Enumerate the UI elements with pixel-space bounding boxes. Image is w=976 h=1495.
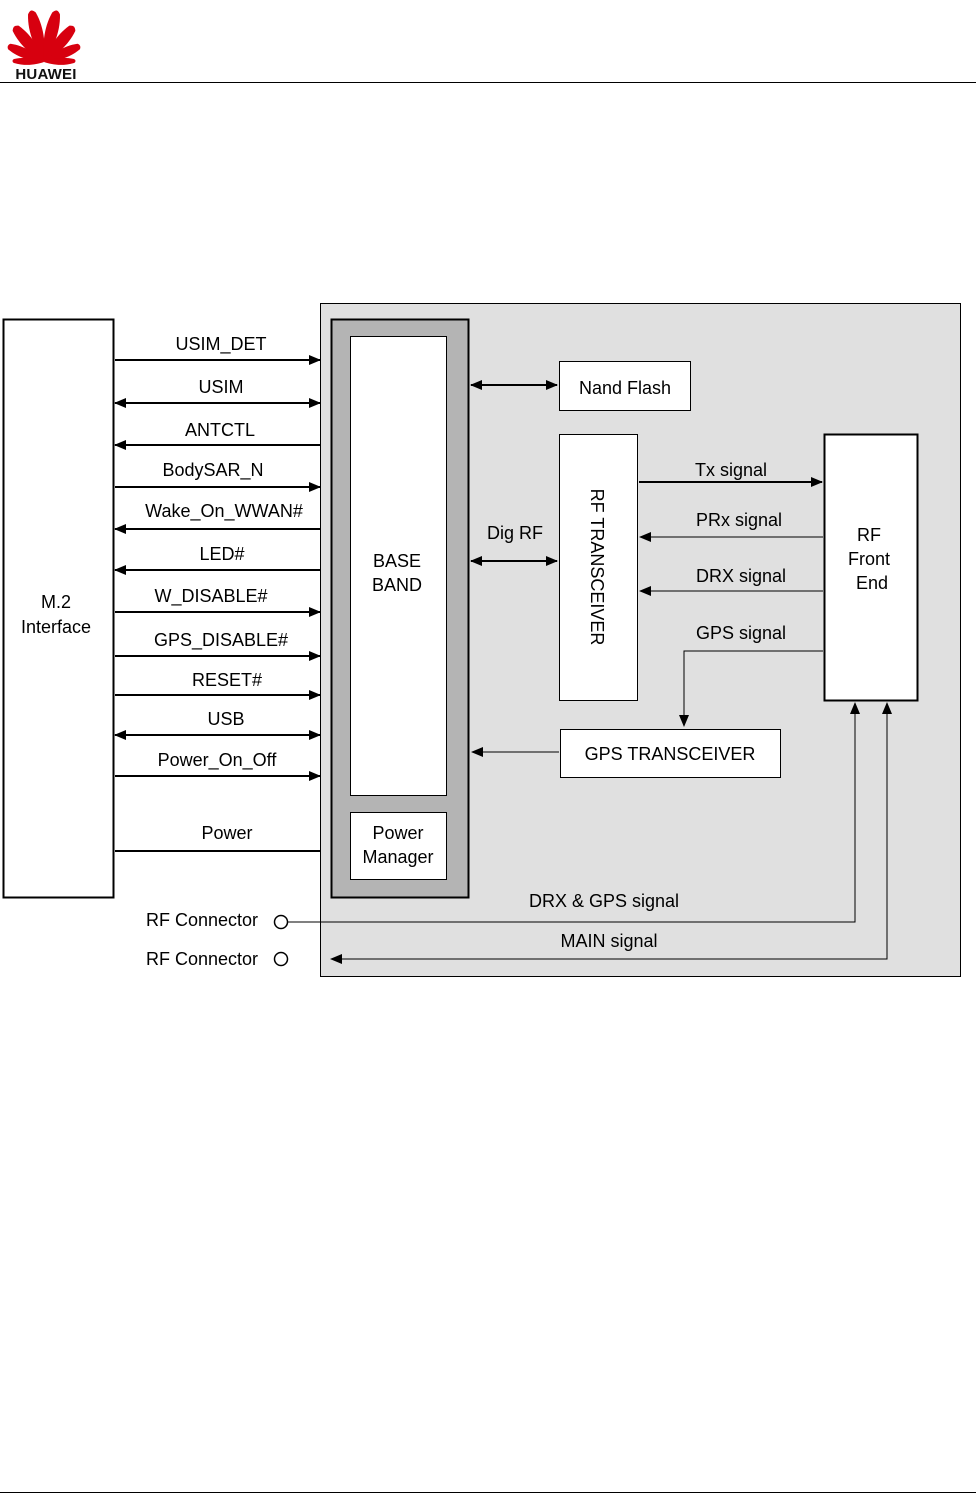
baseband-label-1: BASE: [373, 551, 421, 571]
m2-interface-label-2: Interface: [21, 617, 91, 637]
signal-label-9: USB: [207, 709, 244, 729]
m2-interface-block: M.2 Interface: [2, 318, 115, 899]
rf-front-end-block: RF Front End: [823, 433, 919, 702]
signal-label-8: RESET#: [192, 670, 262, 690]
signal-label-6: W_DISABLE#: [154, 586, 267, 607]
power-manager-label-2: Manager: [362, 847, 433, 867]
nand-flash-block: Nand Flash: [559, 361, 691, 411]
main-signal-link: [330, 702, 892, 964]
signal-label-11: Power: [201, 823, 252, 843]
rf-front-end-label-2: Front: [848, 549, 890, 569]
nand-flash-label: Nand Flash: [579, 378, 671, 398]
gps-transceiver-label: GPS TRANSCEIVER: [585, 744, 756, 764]
rf-connector-1-label: RF Connector: [146, 910, 258, 930]
baseband-label-2: BAND: [372, 575, 422, 595]
dig-rf-label: Dig RF: [487, 523, 543, 543]
rf-transceiver-label: RF TRANSCEIVER: [587, 489, 607, 646]
page-header: HUAWEI: [0, 0, 976, 84]
rf-connector-1-icon: [273, 914, 289, 930]
huawei-logo-text: HUAWEI: [15, 66, 77, 83]
interface-signals: [114, 355, 321, 852]
huawei-logo: HUAWEI: [4, 2, 84, 83]
signal-label-0: USIM_DET: [175, 334, 266, 355]
tx-signal-label: Tx signal: [695, 460, 767, 480]
drx-signal-label: DRX signal: [696, 566, 786, 586]
footer-rule: [0, 1492, 976, 1493]
rf-front-end-label-3: End: [856, 573, 888, 593]
gps-transceiver-block: GPS TRANSCEIVER: [560, 729, 781, 778]
rf-connector-2-icon: [273, 951, 289, 967]
signal-label-5: LED#: [199, 544, 244, 564]
signal-label-2: ANTCTL: [185, 420, 255, 440]
rf-front-end-label-1: RF: [857, 525, 881, 545]
signal-label-1: USIM: [199, 377, 244, 397]
rf-connector-2-label: RF Connector: [146, 949, 258, 969]
power-manager-label-1: Power: [372, 823, 423, 843]
signal-label-7: GPS_DISABLE#: [154, 630, 288, 651]
main-signal-label: MAIN signal: [560, 931, 657, 951]
signal-label-3: BodySAR_N: [162, 460, 263, 481]
gps-signal-label: GPS signal: [696, 623, 786, 643]
m2-interface-label-1: M.2: [41, 592, 71, 612]
huawei-petal-logo-icon: [7, 10, 81, 65]
header-rule: [0, 82, 976, 83]
signal-label-4: Wake_On_WWAN#: [145, 501, 303, 522]
drx-gps-signal-label: DRX & GPS signal: [529, 891, 679, 911]
prx-signal-label: PRx signal: [696, 510, 782, 530]
baseband-frame: BASE BAND Power Manager: [330, 318, 470, 899]
gps-signal-link: [679, 650, 823, 727]
signal-label-10: Power_On_Off: [158, 750, 278, 771]
rf-transceiver-block: RF TRANSCEIVER: [559, 434, 638, 701]
